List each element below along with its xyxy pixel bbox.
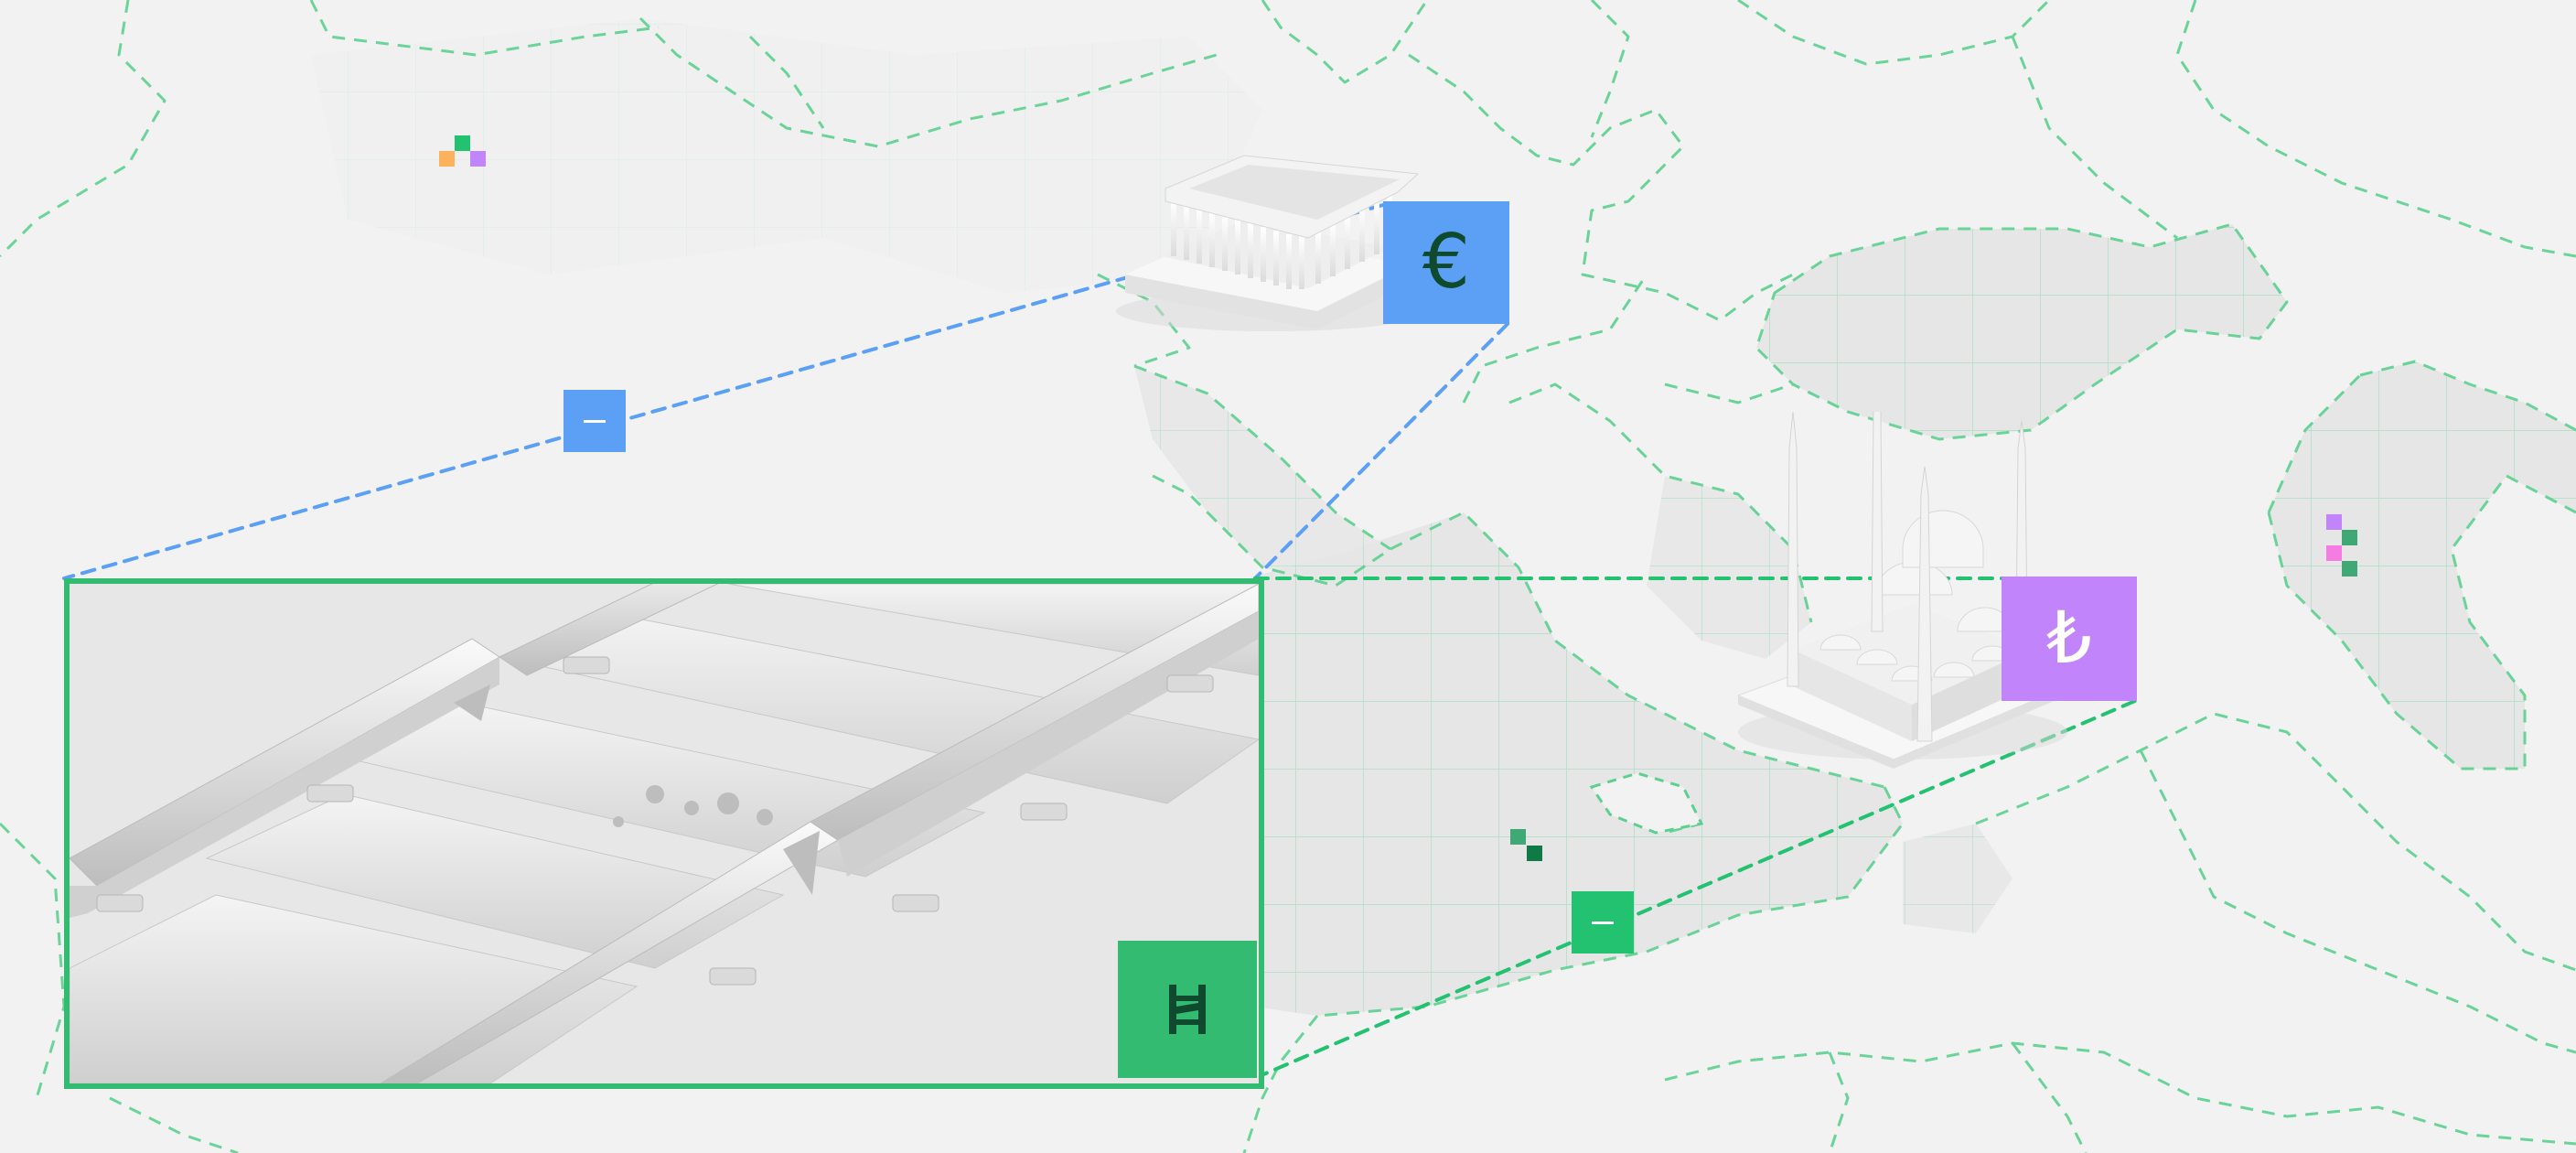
pixel-marker xyxy=(1510,829,1526,845)
caspian-sea xyxy=(2269,361,2576,769)
pixel-marker xyxy=(2326,514,2342,530)
broken-rail-inset xyxy=(64,578,1264,1089)
minus-badge-blue[interactable] xyxy=(564,390,626,452)
euro-badge[interactable]: € xyxy=(1383,201,1509,324)
pixel-marker xyxy=(1527,846,1542,861)
parthenon-model xyxy=(1116,155,1427,331)
mediterranean-sea xyxy=(1253,512,1903,1016)
euro-icon: € xyxy=(1422,219,1471,306)
broken-rail-icon xyxy=(1169,985,1206,1034)
turkish-lira-icon: ₺ xyxy=(2046,598,2092,680)
pixel-marker xyxy=(439,151,455,167)
lira-badge[interactable]: ₺ xyxy=(2002,576,2137,701)
pixel-marker xyxy=(470,151,486,167)
pixel-marker xyxy=(455,135,470,151)
connector-euro-to-inset-right xyxy=(1253,322,1509,580)
pixel-marker xyxy=(2342,530,2357,545)
minus-icon xyxy=(1592,921,1614,924)
pixel-marker xyxy=(2342,561,2357,576)
rail-badge[interactable] xyxy=(1118,941,1257,1078)
pixel-marker xyxy=(2326,545,2342,561)
connector-rail-to-lira-bottom xyxy=(1253,699,2137,1080)
minus-icon xyxy=(584,419,606,423)
broken-rail-illustration xyxy=(70,584,1259,1083)
minus-badge-green[interactable] xyxy=(1572,891,1634,954)
black-sea xyxy=(1756,224,2287,439)
